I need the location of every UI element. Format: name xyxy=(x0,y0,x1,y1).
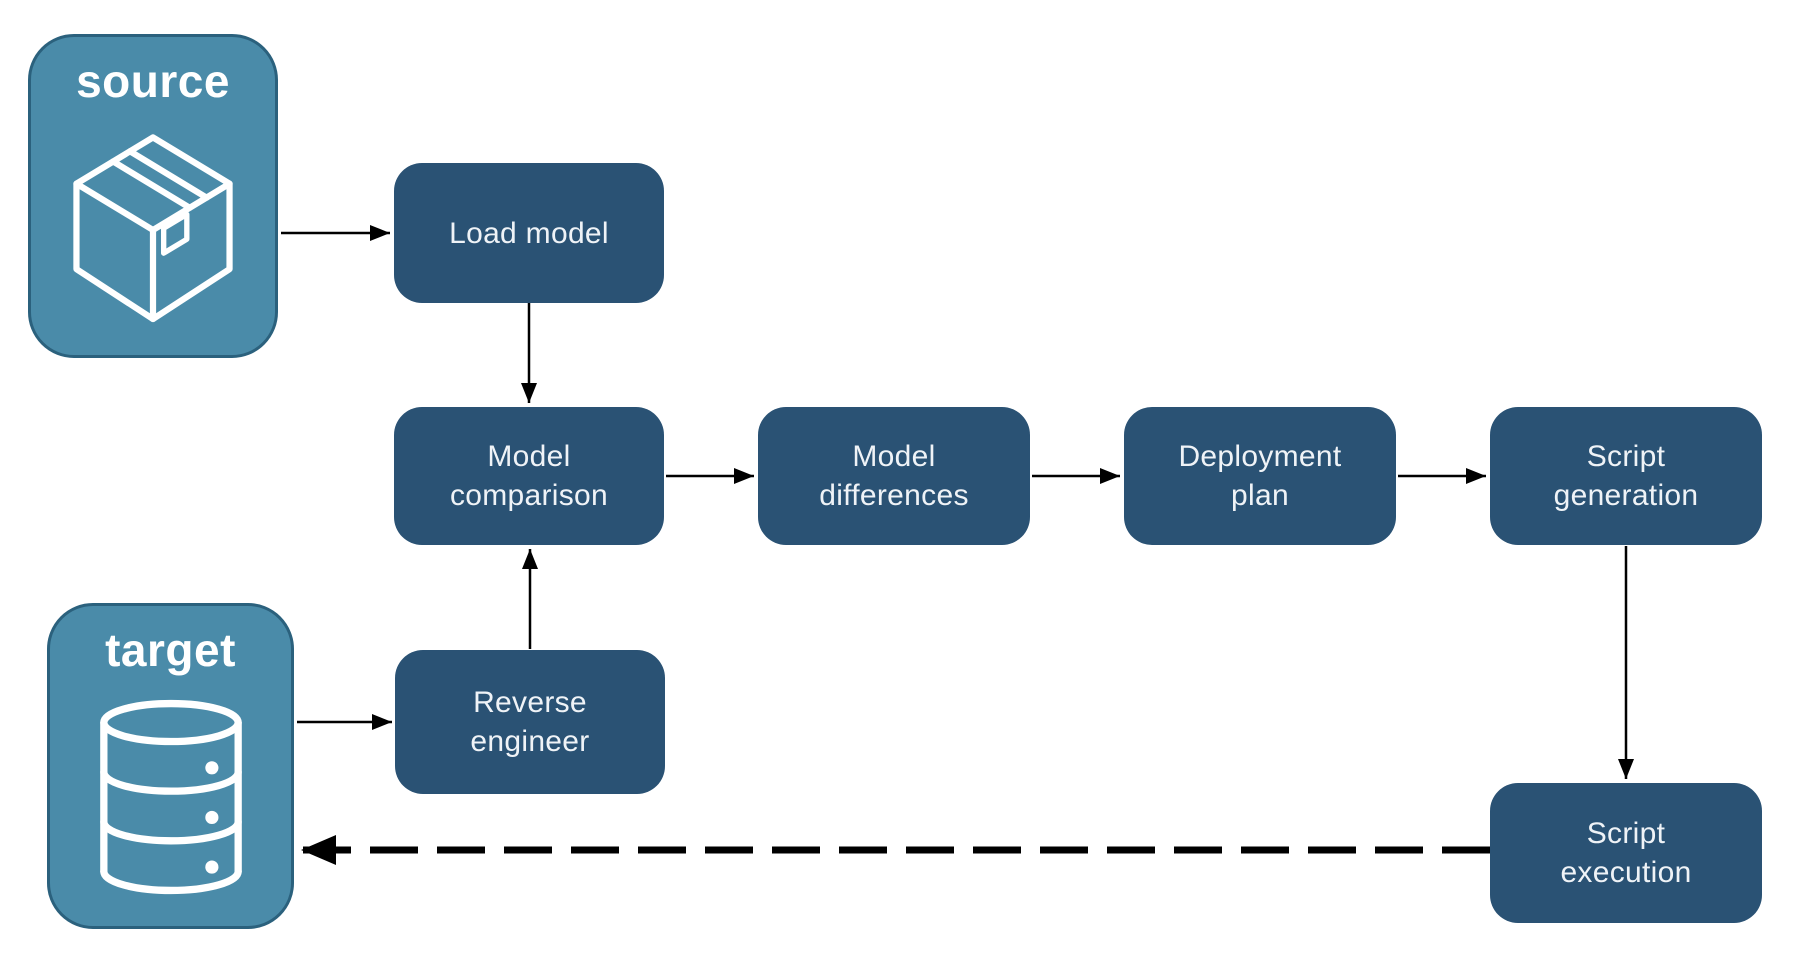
node-label-line: Model xyxy=(852,440,936,473)
node-model-differences: Model differences xyxy=(758,407,1030,545)
node-label-line: Script xyxy=(1586,817,1666,850)
package-icon xyxy=(73,134,233,323)
target-label: target xyxy=(105,624,236,676)
node-label-line: engineer xyxy=(470,725,590,758)
node-reverse-engineer: Reverse engineer xyxy=(395,650,665,794)
node-label-line: differences xyxy=(819,479,969,512)
node-deployment-plan: Deployment plan xyxy=(1124,407,1396,545)
node-label-line: Model xyxy=(487,440,571,473)
database-icon xyxy=(99,699,242,894)
node-label-line: Reverse xyxy=(473,686,587,719)
node-source: source xyxy=(28,34,278,358)
node-label-line: Script xyxy=(1586,440,1666,473)
node-model-comparison: Model comparison xyxy=(394,407,664,545)
node-script-execution: Script execution xyxy=(1490,783,1762,923)
node-load-model: Load model xyxy=(394,163,664,303)
node-label-line: plan xyxy=(1231,479,1289,512)
node-label-line: Load model xyxy=(449,216,609,250)
node-target: target xyxy=(47,603,294,929)
source-label: source xyxy=(76,55,230,107)
node-label-line: comparison xyxy=(449,479,609,512)
node-label-line: generation xyxy=(1553,479,1699,512)
node-label-line: Deployment xyxy=(1178,440,1342,473)
node-label-line: execution xyxy=(1560,856,1692,889)
node-script-generation: Script generation xyxy=(1490,407,1762,545)
